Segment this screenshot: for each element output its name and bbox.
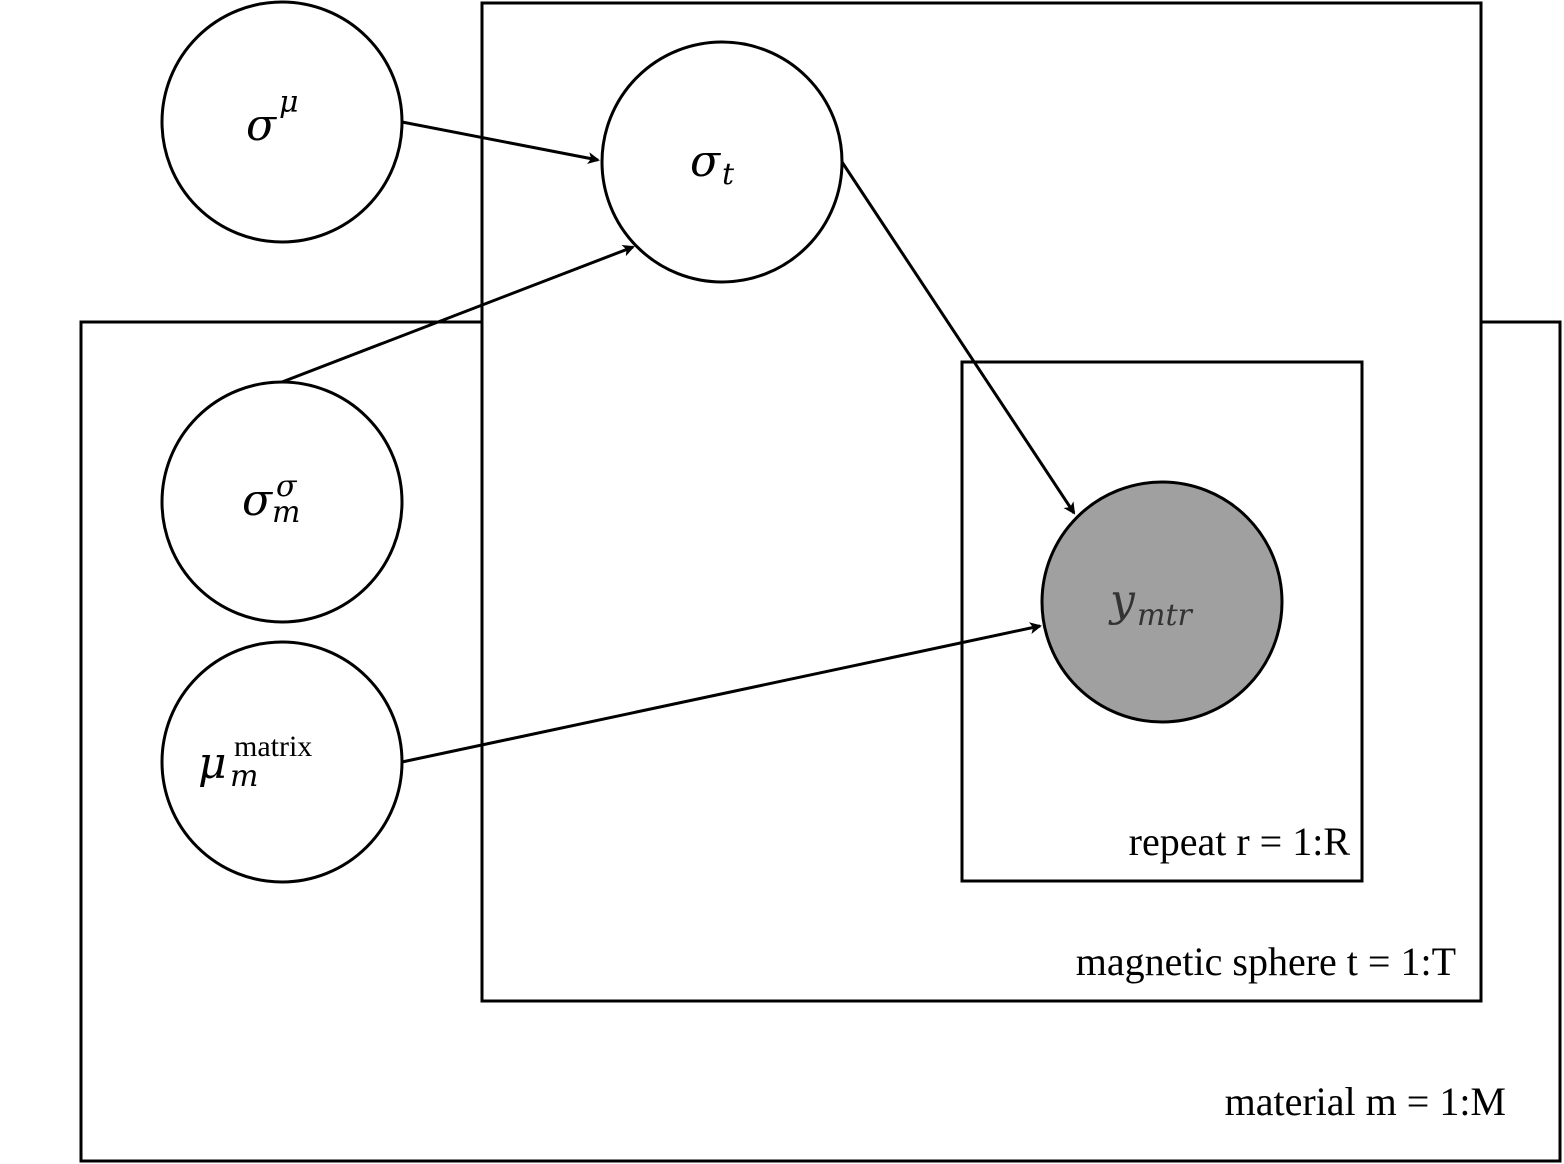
- node-sigma-mu-sup: μ: [279, 85, 299, 120]
- node-mu-m-matrix-sub: m: [230, 759, 258, 794]
- node-mu-m-matrix-sup: matrix: [234, 730, 312, 763]
- node-sigma-m-sigma: σ σ m: [160, 380, 404, 624]
- edges-layer: [281, 120, 1076, 764]
- edge-sigma-t-to-y-mtr: [840, 161, 1076, 515]
- node-sigma-m-sigma-sub: m: [272, 495, 300, 530]
- node-sigma-m-sigma-base: σ: [242, 475, 274, 526]
- magnetic-sphere-plate-label: magnetic sphere t = 1:T: [1076, 939, 1456, 984]
- node-y-mtr-base: y: [1108, 575, 1136, 626]
- node-sigma-mu: σ μ: [160, 0, 404, 244]
- node-y-mtr: y mtr: [1040, 480, 1284, 724]
- edge-sigma-m-sigma-to-sigma-t: [281, 244, 635, 384]
- edge-mu-m-matrix-to-y-mtr: [401, 622, 1042, 764]
- node-sigma-t: σ t: [600, 40, 844, 284]
- edge-sigma-mu-to-sigma-t: [401, 120, 600, 164]
- node-mu-m-matrix: μ matrix m: [160, 640, 404, 884]
- node-y-mtr-sub: mtr: [1137, 598, 1194, 633]
- node-mu-m-matrix-base: μ: [198, 738, 227, 789]
- node-sigma-m-sigma-sup: σ: [276, 469, 298, 504]
- repeat-plate-label: repeat r = 1:R: [1129, 819, 1351, 864]
- node-sigma-mu-base: σ: [246, 100, 278, 151]
- material-plate-label: material m = 1:M: [1225, 1079, 1506, 1124]
- node-sigma-t-sub: t: [722, 157, 735, 192]
- node-sigma-t-base: σ: [690, 136, 722, 187]
